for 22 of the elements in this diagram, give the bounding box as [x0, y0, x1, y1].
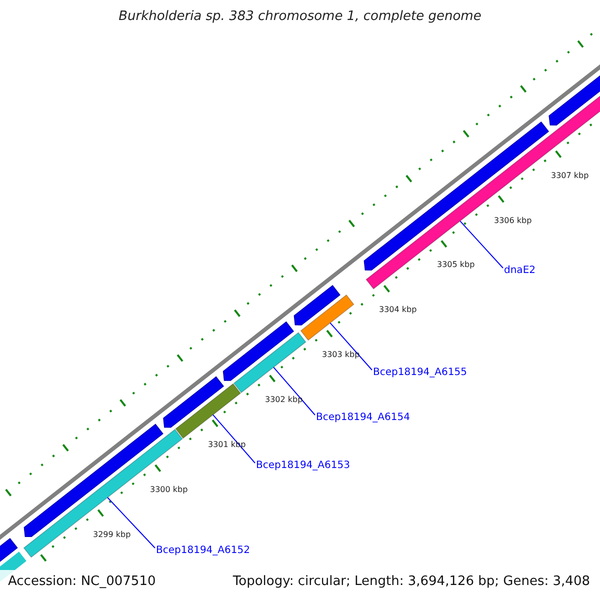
gene-label: Bcep18194_A6154 [316, 412, 410, 423]
leader-line [273, 366, 316, 416]
scale-label: 3305 kbp [437, 260, 475, 269]
scale-label: 3306 kbp [494, 216, 532, 225]
scale-label: 3303 kbp [322, 350, 360, 359]
leader-line [212, 414, 256, 464]
leader-line [107, 497, 156, 548]
gene-bar [300, 294, 354, 341]
gene-label: Bcep18194_A6153 [256, 460, 350, 471]
scale-label: 3300 kbp [150, 485, 188, 494]
gene-label: Bcep18194_A6152 [156, 545, 250, 556]
genome-info-text: Topology: circular; Length: 3,694,126 bp; Genes: 3,408 [232, 574, 590, 589]
scale-label: 3304 kbp [379, 305, 417, 314]
leader-line [330, 322, 372, 370]
gene-bar [175, 383, 242, 439]
scale-label: 3299 kbp [93, 530, 131, 539]
map-title: Burkholderia sp. 383 chromosome 1, complete genome [118, 9, 482, 24]
leader-line [460, 220, 504, 268]
gene-label: Bcep18194_A6155 [373, 367, 467, 378]
gene-label: dnaE2 [504, 265, 536, 276]
scale-label: 3307 kbp [551, 171, 589, 180]
gene-bar [233, 332, 306, 394]
